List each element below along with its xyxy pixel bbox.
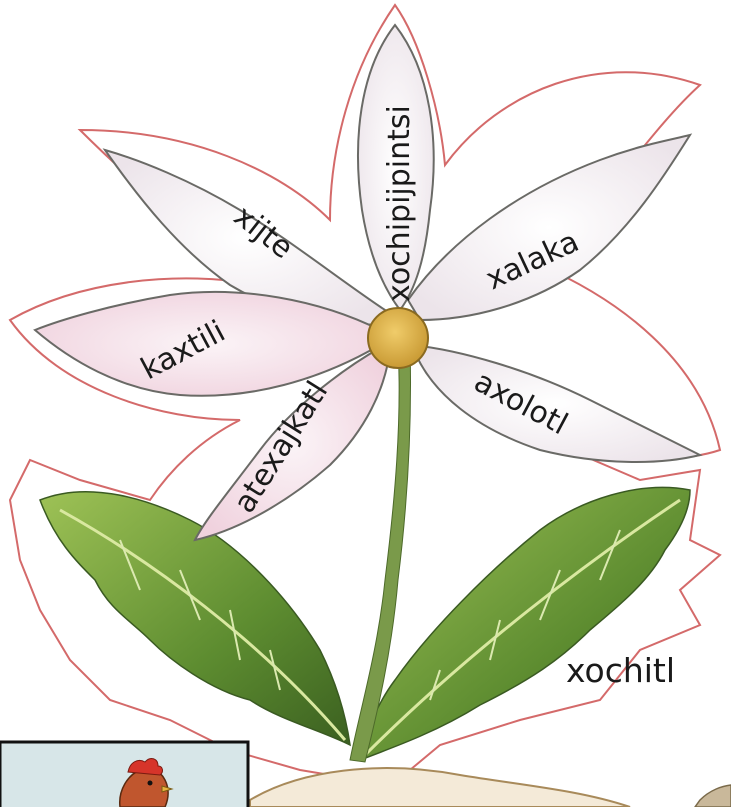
inset-picture [0, 742, 248, 807]
label-plant-name: xochitl [566, 651, 675, 690]
right-edge-decoration [695, 785, 731, 807]
petal-upper-right [408, 135, 690, 320]
flower-center [368, 308, 428, 368]
label-top-petal: xochipijpintsi [382, 105, 417, 302]
left-leaf [40, 492, 350, 745]
ground [250, 768, 630, 807]
